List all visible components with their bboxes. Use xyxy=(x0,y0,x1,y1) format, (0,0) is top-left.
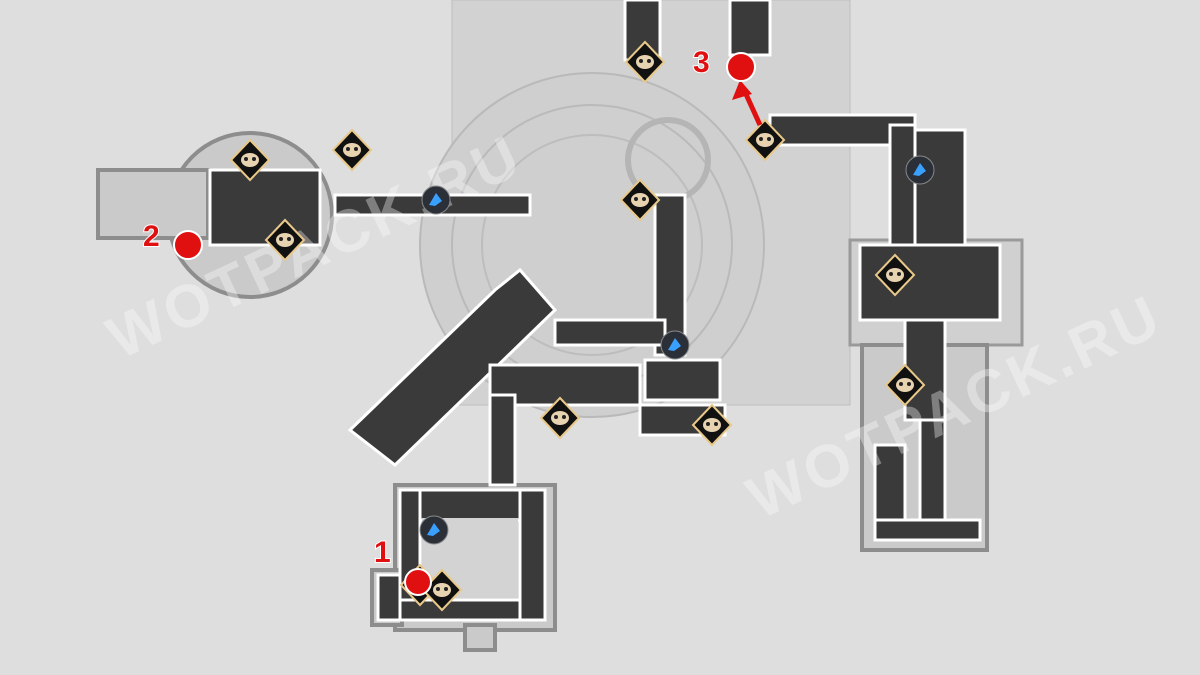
trotter-face-icon xyxy=(703,418,721,432)
trotter-face-icon xyxy=(433,583,451,597)
trotter-face-icon xyxy=(756,133,774,147)
enemy-marker[interactable] xyxy=(619,178,661,222)
trotter-face-icon xyxy=(276,233,294,247)
route-point-1[interactable]: 1 xyxy=(373,535,432,596)
red-dot-icon xyxy=(404,568,432,596)
space-anchor-icon xyxy=(668,338,681,351)
space-anchor-icon xyxy=(429,193,442,206)
teleport-marker[interactable] xyxy=(421,185,451,215)
route-label-2: 2 xyxy=(143,220,160,253)
trotter-face-icon xyxy=(343,143,361,157)
route-label-1: 1 xyxy=(374,536,391,569)
red-dot-icon xyxy=(173,230,203,260)
red-dot-icon xyxy=(726,52,756,82)
route-label-3: 3 xyxy=(693,46,710,79)
space-anchor-icon xyxy=(427,523,440,536)
trotter-face-icon xyxy=(241,153,259,167)
trotter-face-icon xyxy=(631,193,649,207)
trotter-face-icon xyxy=(636,55,654,69)
enemy-marker[interactable] xyxy=(264,218,306,262)
route-point-2[interactable]: 2 xyxy=(142,219,203,260)
teleport-marker[interactable] xyxy=(419,515,449,545)
space-anchor-icon xyxy=(913,163,926,176)
walkable-floor xyxy=(208,0,1002,622)
trotter-face-icon xyxy=(551,411,569,425)
teleport-marker[interactable] xyxy=(905,155,935,185)
enemy-marker[interactable] xyxy=(874,253,916,297)
teleport-marker[interactable] xyxy=(660,330,690,360)
enemy-marker[interactable] xyxy=(691,403,733,447)
route-point-3[interactable]: 3 xyxy=(692,45,756,82)
enemy-marker[interactable] xyxy=(421,568,463,612)
trotter-face-icon xyxy=(896,378,914,392)
enemy-marker[interactable] xyxy=(331,128,373,172)
route-arrow xyxy=(732,80,763,127)
enemy-marker[interactable] xyxy=(229,138,271,182)
enemy-marker[interactable] xyxy=(884,363,926,407)
enemy-marker[interactable] xyxy=(624,40,666,84)
enemy-marker[interactable] xyxy=(744,118,786,162)
trotter-face-icon xyxy=(886,268,904,282)
enemy-marker[interactable] xyxy=(539,396,581,440)
